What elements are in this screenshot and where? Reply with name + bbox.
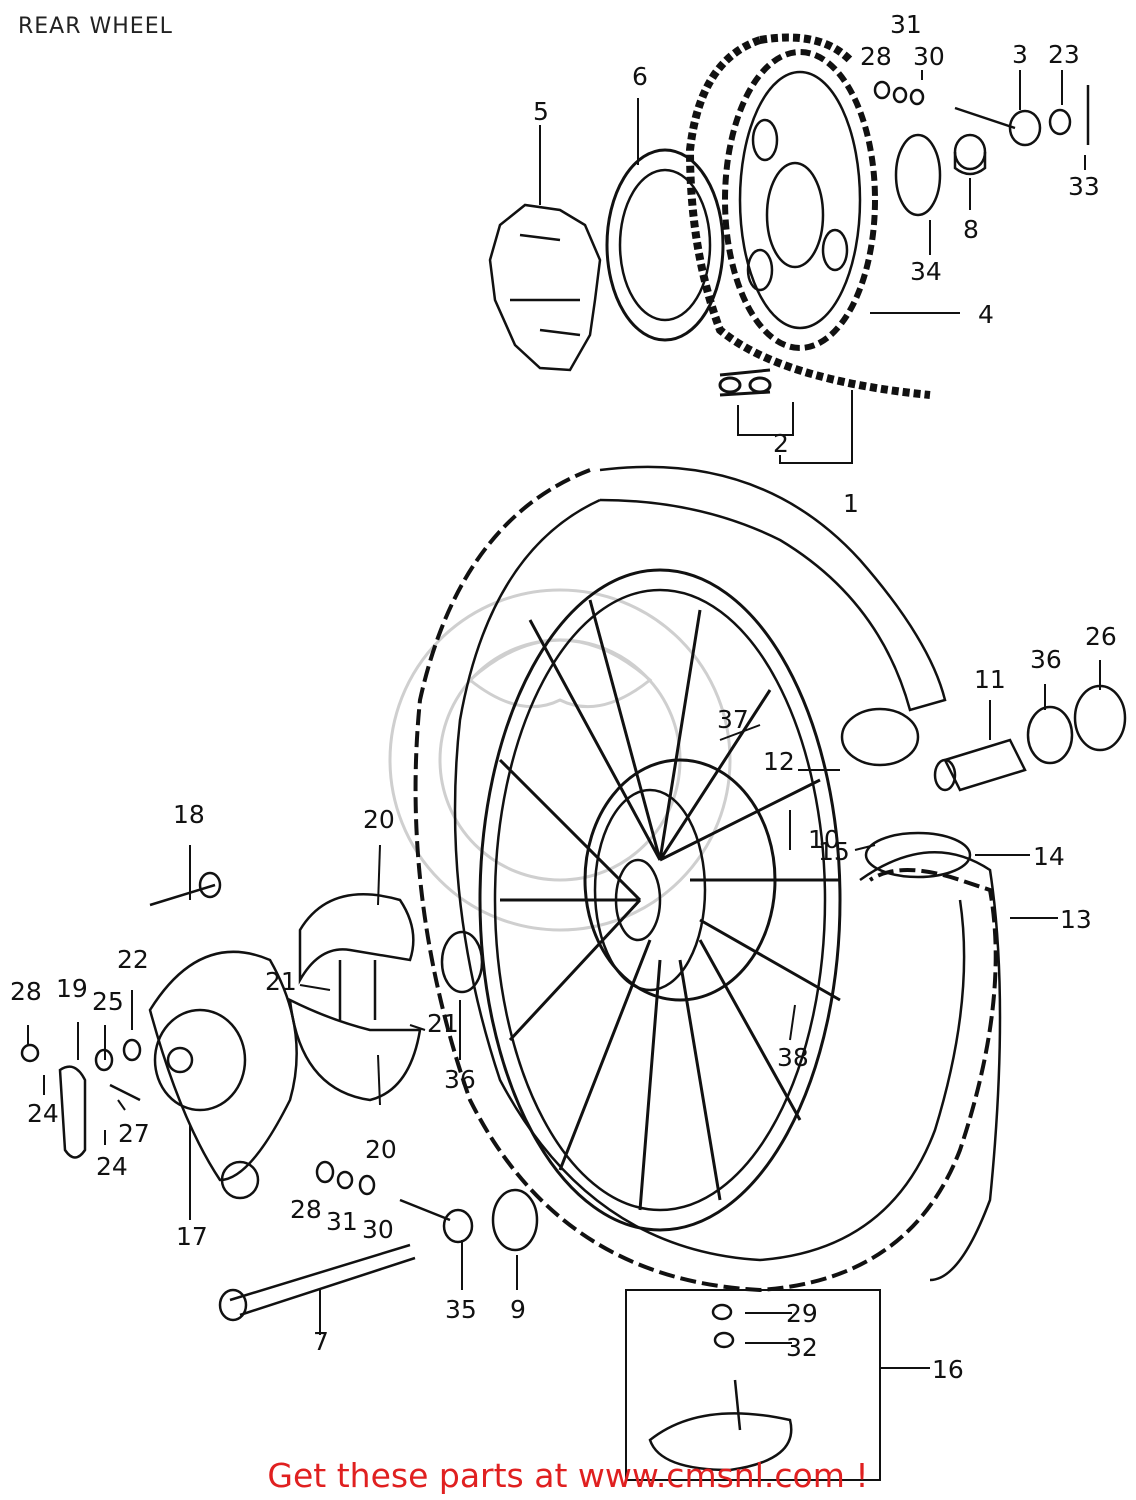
- valve-group-box: [625, 1289, 881, 1481]
- leader-lines: [27, 70, 1101, 1369]
- callout-24b: 24: [96, 1152, 128, 1181]
- callout-14: 14: [1033, 842, 1065, 871]
- callout-7: 7: [313, 1327, 329, 1356]
- wheel-spokes: [498, 599, 841, 1211]
- callout-36a: 36: [1030, 645, 1062, 674]
- brake-arm: [58, 1065, 87, 1159]
- callout-29: 29: [786, 1299, 818, 1328]
- callout-2: 2: [773, 429, 789, 458]
- callout-20b: 20: [365, 1135, 397, 1164]
- callout-25: 25: [92, 987, 124, 1016]
- callout-37: 37: [717, 705, 749, 734]
- callout-33: 33: [1068, 172, 1100, 201]
- snap-ring: [894, 133, 942, 217]
- distance-collar: [933, 738, 1027, 792]
- callout-3: 3: [1012, 40, 1028, 69]
- callout-24a: 24: [27, 1099, 59, 1128]
- callout-21a: 21: [265, 967, 297, 996]
- callout-20a: 20: [363, 805, 395, 834]
- callout-35: 35: [445, 1295, 477, 1324]
- callout-34: 34: [910, 257, 942, 286]
- callout-13: 13: [1060, 905, 1092, 934]
- bearing-left: [440, 930, 484, 994]
- rim-band: [864, 831, 972, 879]
- callout-26: 26: [1085, 622, 1117, 651]
- callout-labels: 1 2 3 4 5 6 7 8 9 10 11 12 13 14 15 16 1…: [10, 10, 1117, 1384]
- small-nuts-left: [20, 1038, 142, 1102]
- callout-19: 19: [56, 974, 88, 1003]
- callout-28a: 28: [860, 42, 892, 71]
- bearing-right: [1026, 684, 1127, 765]
- callout-18: 18: [173, 800, 205, 829]
- callout-38: 38: [777, 1043, 809, 1072]
- callout-4: 4: [978, 300, 994, 329]
- callout-15: 15: [818, 837, 850, 866]
- callout-22: 22: [117, 945, 149, 974]
- rear-sprocket: [722, 49, 878, 351]
- callout-23: 23: [1048, 40, 1080, 69]
- callout-6: 6: [632, 62, 648, 91]
- callout-12: 12: [763, 747, 795, 776]
- nut-washers-top: [873, 80, 925, 106]
- callout-31a: 31: [890, 10, 922, 39]
- sprocket-collar: [953, 133, 987, 176]
- callout-11: 11: [974, 665, 1006, 694]
- callout-5: 5: [533, 97, 549, 126]
- rear-axle: [218, 1243, 416, 1322]
- brake-cam: [149, 871, 222, 907]
- callout-10: 10: [808, 825, 840, 854]
- brake-shoes: [288, 893, 422, 1102]
- callout-17: 17: [176, 1222, 208, 1251]
- callout-16: 16: [932, 1355, 964, 1384]
- valve-cap: [711, 1303, 735, 1349]
- callout-21b: 21: [427, 1009, 459, 1038]
- chain-joint: [718, 368, 772, 397]
- callout-30b: 30: [362, 1215, 394, 1244]
- brake-panel: [148, 950, 298, 1200]
- callout-9: 9: [510, 1295, 526, 1324]
- wheel-hub: [583, 758, 777, 1002]
- chain-adjuster-left: [399, 1198, 474, 1244]
- rear-tire: [413, 465, 998, 1293]
- sprocket-side-plate: [605, 148, 725, 342]
- wheel-rim: [478, 568, 842, 1232]
- damper-rubbers: [488, 203, 602, 372]
- watermark-logo: [388, 588, 732, 932]
- callout-36b: 36: [444, 1065, 476, 1094]
- inner-tube: [859, 850, 1002, 1282]
- callout-28b: 28: [10, 977, 42, 1006]
- page-title: REAR WHEEL: [18, 14, 173, 39]
- callout-32: 32: [786, 1333, 818, 1362]
- axle-collar: [491, 1188, 539, 1252]
- drive-chain: [685, 33, 931, 399]
- tube-valve: [648, 1379, 793, 1472]
- chain-adjuster-right: [954, 85, 1090, 147]
- callout-30a: 30: [913, 42, 945, 71]
- callout-31b: 31: [326, 1207, 358, 1236]
- callout-28c: 28: [290, 1195, 322, 1224]
- nut-washers-lower: [315, 1160, 376, 1196]
- callout-8: 8: [963, 215, 979, 244]
- callout-27: 27: [118, 1119, 150, 1148]
- callout-1: 1: [843, 489, 859, 518]
- footer-link[interactable]: Get these parts at www.cmsnl.com !: [267, 1456, 869, 1495]
